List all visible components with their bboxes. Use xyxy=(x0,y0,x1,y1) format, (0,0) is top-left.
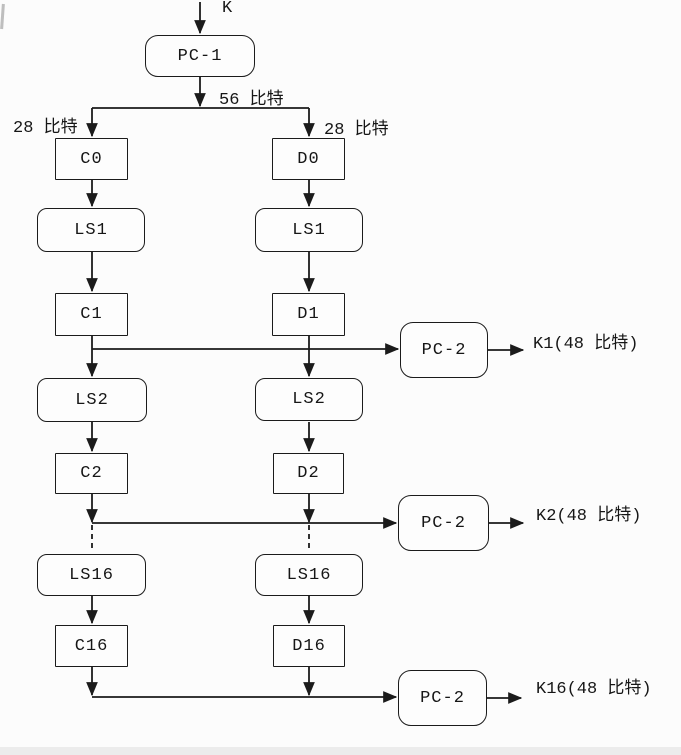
d1-box: D1 xyxy=(272,293,345,336)
ls2-right-box: LS2 xyxy=(255,378,363,421)
c1-label: C1 xyxy=(80,305,103,324)
key-input-label: K xyxy=(222,0,233,18)
ls16-left-label: LS16 xyxy=(69,565,114,585)
bits56-label: 56 比特 xyxy=(219,91,284,110)
c16-label: C16 xyxy=(74,636,109,656)
c0-label: C0 xyxy=(80,149,103,169)
d2-label: D2 xyxy=(297,464,320,483)
d16-label: D16 xyxy=(292,636,326,656)
d2-box: D2 xyxy=(273,453,344,494)
d16-box: D16 xyxy=(273,625,345,667)
c2-box: C2 xyxy=(55,453,128,494)
d1-label: D1 xyxy=(297,305,320,324)
ls1-right-box: LS1 xyxy=(255,208,363,252)
pc1-box: PC-1 xyxy=(145,35,255,77)
ls16-right-label: LS16 xyxy=(286,565,332,585)
pc2-row2-box: PC-2 xyxy=(398,495,489,551)
c2-label: C2 xyxy=(80,464,103,483)
c16-box: C16 xyxy=(55,625,128,667)
pc2-row3-box: PC-2 xyxy=(398,670,487,726)
k2-output-label: K2(48 比特) xyxy=(536,507,642,526)
bits28-right-label: 28 比特 xyxy=(324,121,389,140)
pc2-row1-box: PC-2 xyxy=(400,322,488,378)
ls1-left-box: LS1 xyxy=(37,208,145,252)
d0-label: D0 xyxy=(297,149,320,169)
ls16-right-box: LS16 xyxy=(255,554,363,596)
pc2-row2-label: PC-2 xyxy=(421,513,466,533)
ls16-left-box: LS16 xyxy=(37,554,146,596)
k16-output-label: K16(48 比特) xyxy=(536,680,652,699)
ls1-left-label: LS1 xyxy=(74,220,108,240)
ls2-left-box: LS2 xyxy=(37,378,147,422)
bottom-edge-strip xyxy=(0,747,681,755)
ls1-right-label: LS1 xyxy=(292,220,326,240)
pc2-row3-label: PC-2 xyxy=(420,688,465,708)
ls2-right-label: LS2 xyxy=(292,390,326,409)
k1-output-label: K1(48 比特) xyxy=(533,335,639,354)
pc2-row1-label: PC-2 xyxy=(421,340,467,360)
bits28-left-label: 28 比特 xyxy=(13,119,78,138)
pc1-label: PC-1 xyxy=(177,46,223,66)
ls2-left-label: LS2 xyxy=(75,390,109,410)
c0-box: C0 xyxy=(55,138,128,180)
c1-box: C1 xyxy=(55,293,128,336)
d0-box: D0 xyxy=(272,138,345,180)
